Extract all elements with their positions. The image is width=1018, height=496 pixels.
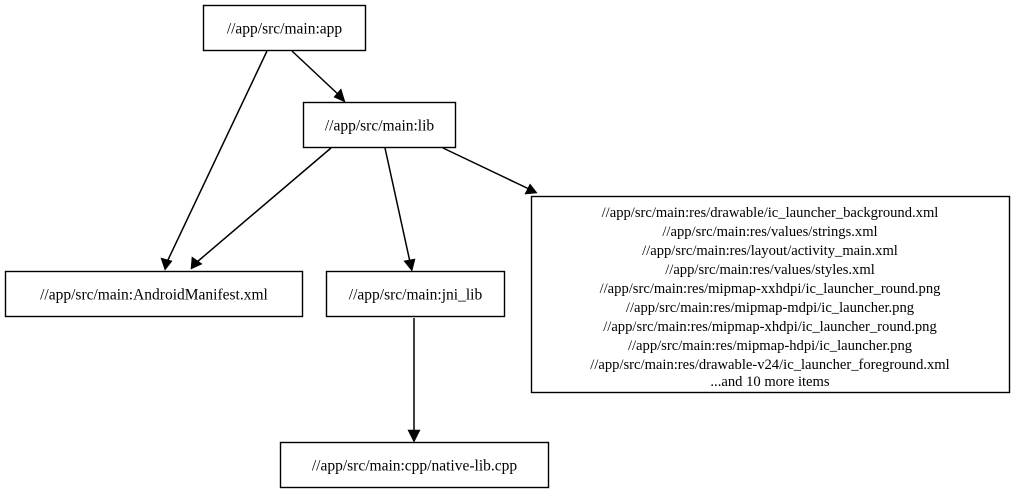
edge-jni-lib-to-native-lib-arrowhead xyxy=(407,429,421,443)
edge-lib-to-res-group-line xyxy=(442,147,530,190)
node-res-group[interactable]: //app/src/main:res/drawable/ic_launcher_… xyxy=(530,195,1011,394)
edge-lib-to-jni-lib[interactable] xyxy=(384,147,416,272)
node-jni-lib-label: //app/src/main:jni_lib xyxy=(349,287,483,304)
node-res-group-box xyxy=(530,195,1011,394)
node-res-group-line-5: //app/src/main:res/mipmap-xxhdpi/ic_laun… xyxy=(600,281,942,297)
edge-app-to-manifest[interactable] xyxy=(160,50,268,271)
node-lib[interactable]: //app/src/main:lib xyxy=(302,101,457,149)
edge-app-to-manifest-line xyxy=(166,50,268,263)
edge-lib-to-jni-lib-arrowhead xyxy=(403,258,416,272)
node-res-group-line-8: //app/src/main:res/mipmap-hdpi/ic_launch… xyxy=(628,338,913,354)
node-res-group-line-1: //app/src/main:res/drawable/ic_launcher_… xyxy=(602,205,939,221)
edge-app-to-lib-arrowhead xyxy=(333,88,346,103)
node-res-group-line-4: //app/src/main:res/values/styles.xml xyxy=(665,262,875,278)
edge-lib-to-res-group[interactable] xyxy=(442,147,538,195)
edge-lib-to-manifest[interactable] xyxy=(190,147,332,270)
node-android-manifest-label: //app/src/main:AndroidManifest.xml xyxy=(40,287,268,304)
node-app-box xyxy=(202,4,367,52)
node-native-lib-cpp-box xyxy=(279,441,550,489)
node-app[interactable]: //app/src/main:app xyxy=(202,4,367,52)
node-android-manifest[interactable]: //app/src/main:AndroidManifest.xml xyxy=(4,270,304,318)
node-native-lib-cpp-label: //app/src/main:cpp/native-lib.cpp xyxy=(312,458,518,475)
edge-lib-to-manifest-arrowhead xyxy=(190,256,203,270)
edge-app-to-manifest-arrowhead xyxy=(160,257,173,271)
node-lib-box xyxy=(302,101,457,149)
node-res-group-line-3: //app/src/main:res/layout/activity_main.… xyxy=(642,243,898,259)
edge-lib-to-manifest-line xyxy=(196,147,332,263)
edge-app-to-lib-line xyxy=(291,50,342,98)
edge-lib-to-res-group-arrowhead xyxy=(524,183,538,195)
edge-jni-lib-to-native-lib[interactable] xyxy=(407,318,421,443)
node-res-group-line-2: //app/src/main:res/values/strings.xml xyxy=(662,224,877,240)
edge-app-to-lib[interactable] xyxy=(291,50,346,103)
node-jni-lib-box xyxy=(325,270,506,318)
node-app-label: //app/src/main:app xyxy=(227,21,343,38)
node-res-group-line-9: //app/src/main:res/drawable-v24/ic_launc… xyxy=(590,357,949,373)
node-res-group-line-6: //app/src/main:res/mipmap-mdpi/ic_launch… xyxy=(626,300,915,316)
node-res-group-line-7: //app/src/main:res/mipmap-xhdpi/ic_launc… xyxy=(603,319,937,335)
node-android-manifest-box xyxy=(4,270,304,318)
edge-lib-to-jni-lib-line xyxy=(384,147,411,263)
node-res-group-overflow-label: ...and 10 more items xyxy=(710,374,829,390)
node-lib-label: //app/src/main:lib xyxy=(325,118,435,135)
node-native-lib-cpp[interactable]: //app/src/main:cpp/native-lib.cpp xyxy=(279,441,550,489)
node-jni-lib[interactable]: //app/src/main:jni_lib xyxy=(325,270,506,318)
